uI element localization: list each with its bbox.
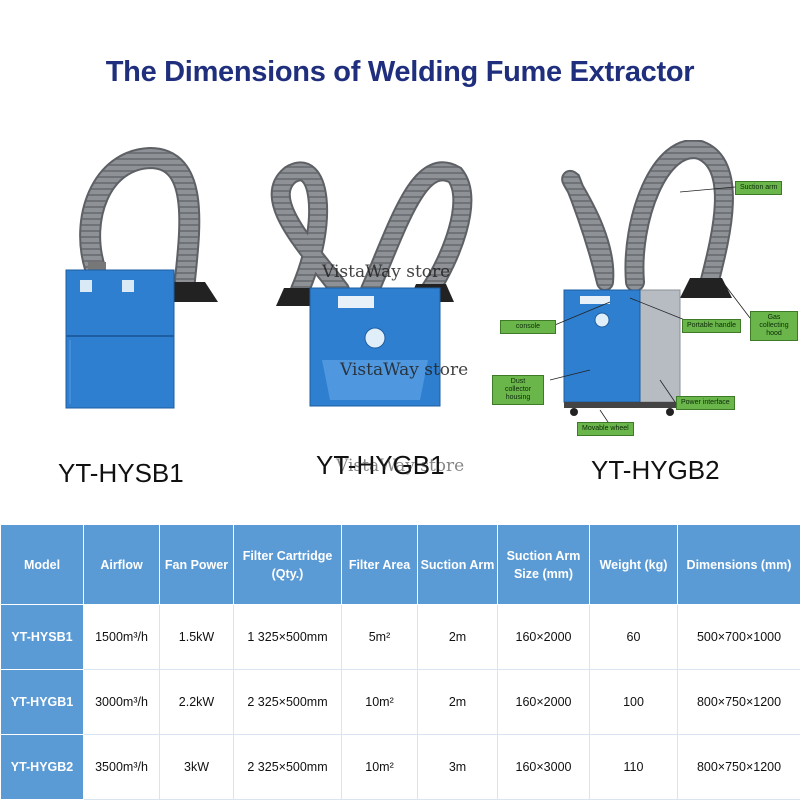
table-cell: 500×700×1000 bbox=[677, 604, 800, 670]
callout-power-interface: Power interface bbox=[676, 396, 735, 410]
callout-dust-collector-housing: Dust collector housing bbox=[492, 375, 544, 405]
table-cell: 1500m³/h bbox=[83, 604, 160, 670]
table-cell: 1.5kW bbox=[159, 604, 234, 670]
table-cell: 110 bbox=[589, 734, 678, 800]
table-cell: 2 325×500mm bbox=[233, 669, 342, 735]
table-row: YT-HYSB1 1500m³/h 1.5kW 1 325×500mm 5m² … bbox=[0, 604, 800, 670]
callout-gas-collecting-hood: Gas collecting hood bbox=[750, 311, 798, 341]
model-label-hygb1: YT-HYGB1 bbox=[316, 450, 445, 480]
watermark: VistaWay store bbox=[336, 456, 465, 476]
table-cell: 1 325×500mm bbox=[233, 604, 342, 670]
product-image-hysb1 bbox=[65, 146, 218, 409]
column-header-model: Model bbox=[0, 524, 84, 605]
table-cell: 2m bbox=[417, 669, 498, 735]
column-header-filter-cartridge: Filter Cartridge (Qty.) bbox=[233, 524, 342, 605]
table-cell: 5m² bbox=[341, 604, 418, 670]
table-cell: 2.2kW bbox=[159, 669, 234, 735]
model-label-hysb1: YT-HYSB1 bbox=[58, 458, 184, 488]
column-header-suction-arm: Suction Arm bbox=[417, 524, 498, 605]
table-cell-model: YT-HYGB2 bbox=[0, 734, 84, 800]
callout-movable-wheel: Movable wheel bbox=[577, 422, 634, 436]
callout-console: console bbox=[500, 320, 556, 334]
column-header-airflow: Airflow bbox=[83, 524, 160, 605]
table-cell: 800×750×1200 bbox=[677, 669, 800, 735]
column-header-dimensions: Dimensions (mm) bbox=[677, 524, 800, 605]
table-row: YT-HYGB2 3500m³/h 3kW 2 325×500mm 10m² 3… bbox=[0, 734, 800, 800]
column-header-suction-arm-size: Suction Arm Size (mm) bbox=[497, 524, 590, 605]
table-cell: 800×750×1200 bbox=[677, 734, 800, 800]
table-cell: 10m² bbox=[341, 734, 418, 800]
watermark: VistaWay store bbox=[322, 262, 451, 282]
column-header-filter-area: Filter Area bbox=[341, 524, 418, 605]
table-cell: 160×2000 bbox=[497, 604, 590, 670]
product-image-hygb2 bbox=[561, 140, 734, 416]
table-cell: 10m² bbox=[341, 669, 418, 735]
table-cell: 2 325×500mm bbox=[233, 734, 342, 800]
table-cell-model: YT-HYGB1 bbox=[0, 669, 84, 735]
table-cell: 160×2000 bbox=[497, 669, 590, 735]
watermark: VistaWay store bbox=[340, 360, 469, 380]
product-image-hygb1 bbox=[270, 161, 473, 407]
table-cell: 3000m³/h bbox=[83, 669, 160, 735]
table-cell: 3kW bbox=[159, 734, 234, 800]
table-header-row: Model Airflow Fan Power Filter Cartridge… bbox=[0, 524, 800, 605]
table-cell: 100 bbox=[589, 669, 678, 735]
callout-portable-handle: Portable handle bbox=[682, 319, 742, 333]
page-title: The Dimensions of Welding Fume Extractor bbox=[105, 56, 695, 88]
table-row: YT-HYGB1 3000m³/h 2.2kW 2 325×500mm 10m²… bbox=[0, 669, 800, 735]
spec-table: Model Airflow Fan Power Filter Cartridge… bbox=[0, 524, 800, 800]
callout-suction-arm: Suction arm bbox=[735, 181, 783, 195]
column-header-fan-power: Fan Power bbox=[159, 524, 234, 605]
column-header-weight: Weight (kg) bbox=[589, 524, 678, 605]
table-cell-model: YT-HYSB1 bbox=[0, 604, 84, 670]
table-cell: 3m bbox=[417, 734, 498, 800]
table-cell: 160×3000 bbox=[497, 734, 590, 800]
table-cell: 60 bbox=[589, 604, 678, 670]
model-label-hygb2: YT-HYGB2 bbox=[591, 455, 720, 485]
table-cell: 2m bbox=[417, 604, 498, 670]
table-cell: 3500m³/h bbox=[83, 734, 160, 800]
